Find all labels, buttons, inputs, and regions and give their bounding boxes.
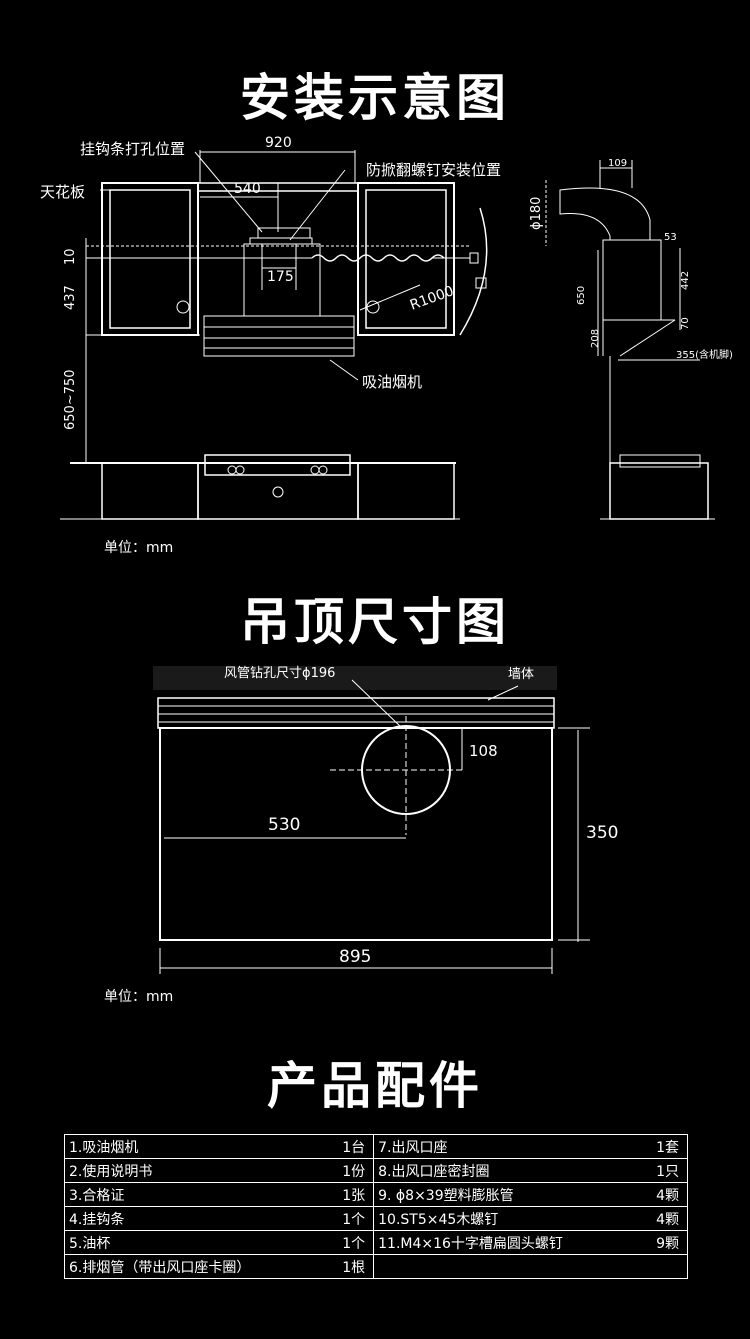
install-diagram: 挂钩条打孔位置 防掀翻螺钉安装位置 天花板 吸油烟机 920 540 175 R… — [40, 135, 733, 520]
dim-920: 920 — [265, 135, 292, 151]
hood-panel — [203, 315, 355, 357]
side-355: 355(含机脚) — [676, 348, 733, 361]
ceiling-outline — [159, 727, 553, 941]
label-wall: 墙体 — [508, 667, 534, 682]
side-442: 442 — [680, 271, 691, 290]
table-row: 1.吸油烟机 1台 7.出风口座 1套 — [64, 1134, 688, 1159]
dim-108: 108 — [469, 742, 498, 760]
accessories-table: 1.吸油烟机 1台 7.出风口座 1套 2.使用说明书 1份 8.出风口座密封圈… — [64, 1134, 688, 1279]
right-upper-cabinet-door — [365, 189, 447, 329]
accessories-title: 产品配件 — [267, 1057, 483, 1115]
label-anti-tip: 防掀翻螺钉安装位置 — [366, 161, 501, 179]
item-qty: 1套 — [638, 1134, 688, 1159]
dim-437: 437 — [63, 285, 78, 310]
item-qty: 9颗 — [638, 1230, 688, 1255]
side-hood-body — [602, 239, 662, 321]
label-ceiling: 天花板 — [40, 183, 85, 201]
wall-bricks — [157, 697, 555, 729]
side-109: 109 — [608, 158, 627, 169]
table-row: 2.使用说明书 1份 8.出风口座密封圈 1只 — [64, 1158, 688, 1183]
item-qty: 1个 — [325, 1230, 375, 1255]
item-qty: 1张 — [325, 1182, 375, 1207]
item-name: 2.使用说明书 — [64, 1158, 326, 1183]
dim-540: 540 — [234, 181, 261, 197]
left-upper-cabinet — [101, 182, 199, 336]
left-upper-cabinet-door — [109, 189, 191, 329]
hood-top-flange — [249, 237, 313, 245]
exhaust-pipe — [559, 187, 651, 241]
item-name: 8.出风口座密封圈 — [373, 1158, 639, 1183]
table-row: 3.合格证 1张 9. ϕ8×39塑料膨胀管 4颗 — [64, 1182, 688, 1207]
item-qty: 1根 — [325, 1254, 375, 1279]
unit-label-install: 单位：mm — [104, 540, 174, 556]
stove-left — [204, 454, 351, 476]
item-name: 3.合格证 — [64, 1182, 326, 1207]
side-208: 208 — [590, 329, 601, 348]
table-row: 6.排烟管（带出风口座卡圈） 1根 — [64, 1254, 688, 1279]
dim-650-750: 650~750 — [63, 369, 78, 430]
item-qty: 4颗 — [638, 1182, 688, 1207]
hood-outlet — [257, 227, 311, 239]
side-phi180: ϕ180 — [529, 197, 544, 230]
install-title: 安装示意图 — [240, 69, 510, 127]
item-name — [373, 1254, 639, 1279]
dim-350: 350 — [586, 823, 618, 843]
label-hood: 吸油烟机 — [362, 373, 422, 391]
item-qty: 1只 — [638, 1158, 688, 1183]
item-name: 11.M4×16十字槽扁圆头螺钉 — [373, 1230, 639, 1255]
item-qty — [638, 1254, 688, 1279]
side-70: 70 — [680, 317, 691, 330]
hook-spring — [311, 254, 445, 262]
item-name: 10.ST5×45木螺钉 — [373, 1206, 639, 1231]
dim-175: 175 — [267, 269, 294, 285]
item-qty: 1份 — [325, 1158, 375, 1183]
table-row: 4.挂钩条 1个 10.ST5×45木螺钉 4颗 — [64, 1206, 688, 1231]
dim-10: 10 — [63, 248, 78, 265]
item-name: 5.油杯 — [64, 1230, 326, 1255]
item-name: 6.排烟管（带出风口座卡圈） — [64, 1254, 326, 1279]
label-duct-hole: 风管钻孔尺寸ϕ196 — [224, 666, 335, 681]
item-name: 4.挂钩条 — [64, 1206, 326, 1231]
left-cabinet-knob — [176, 300, 190, 314]
unit-label-ceiling: 单位：mm — [104, 989, 174, 1005]
dim-530: 530 — [268, 815, 300, 835]
side-53: 53 — [664, 232, 677, 243]
label-hook-holes: 挂钩条打孔位置 — [80, 140, 185, 158]
table-row: 5.油杯 1个 11.M4×16十字槽扁圆头螺钉 9颗 — [64, 1230, 688, 1255]
item-name: 1.吸油烟机 — [64, 1134, 326, 1159]
dim-895: 895 — [339, 947, 371, 967]
item-qty: 1个 — [325, 1206, 375, 1231]
ceiling-diagram: 风管钻孔尺寸ϕ196 墙体 108 530 350 895 — [153, 666, 618, 974]
item-name: 7.出风口座 — [373, 1134, 639, 1159]
item-qty: 1台 — [325, 1134, 375, 1159]
item-name: 9. ϕ8×39塑料膨胀管 — [373, 1182, 639, 1207]
side-650: 650 — [576, 286, 587, 305]
item-qty: 4颗 — [638, 1206, 688, 1231]
ceiling-title: 吊顶尺寸图 — [240, 593, 510, 651]
dim-r1000: R1000 — [408, 283, 456, 314]
